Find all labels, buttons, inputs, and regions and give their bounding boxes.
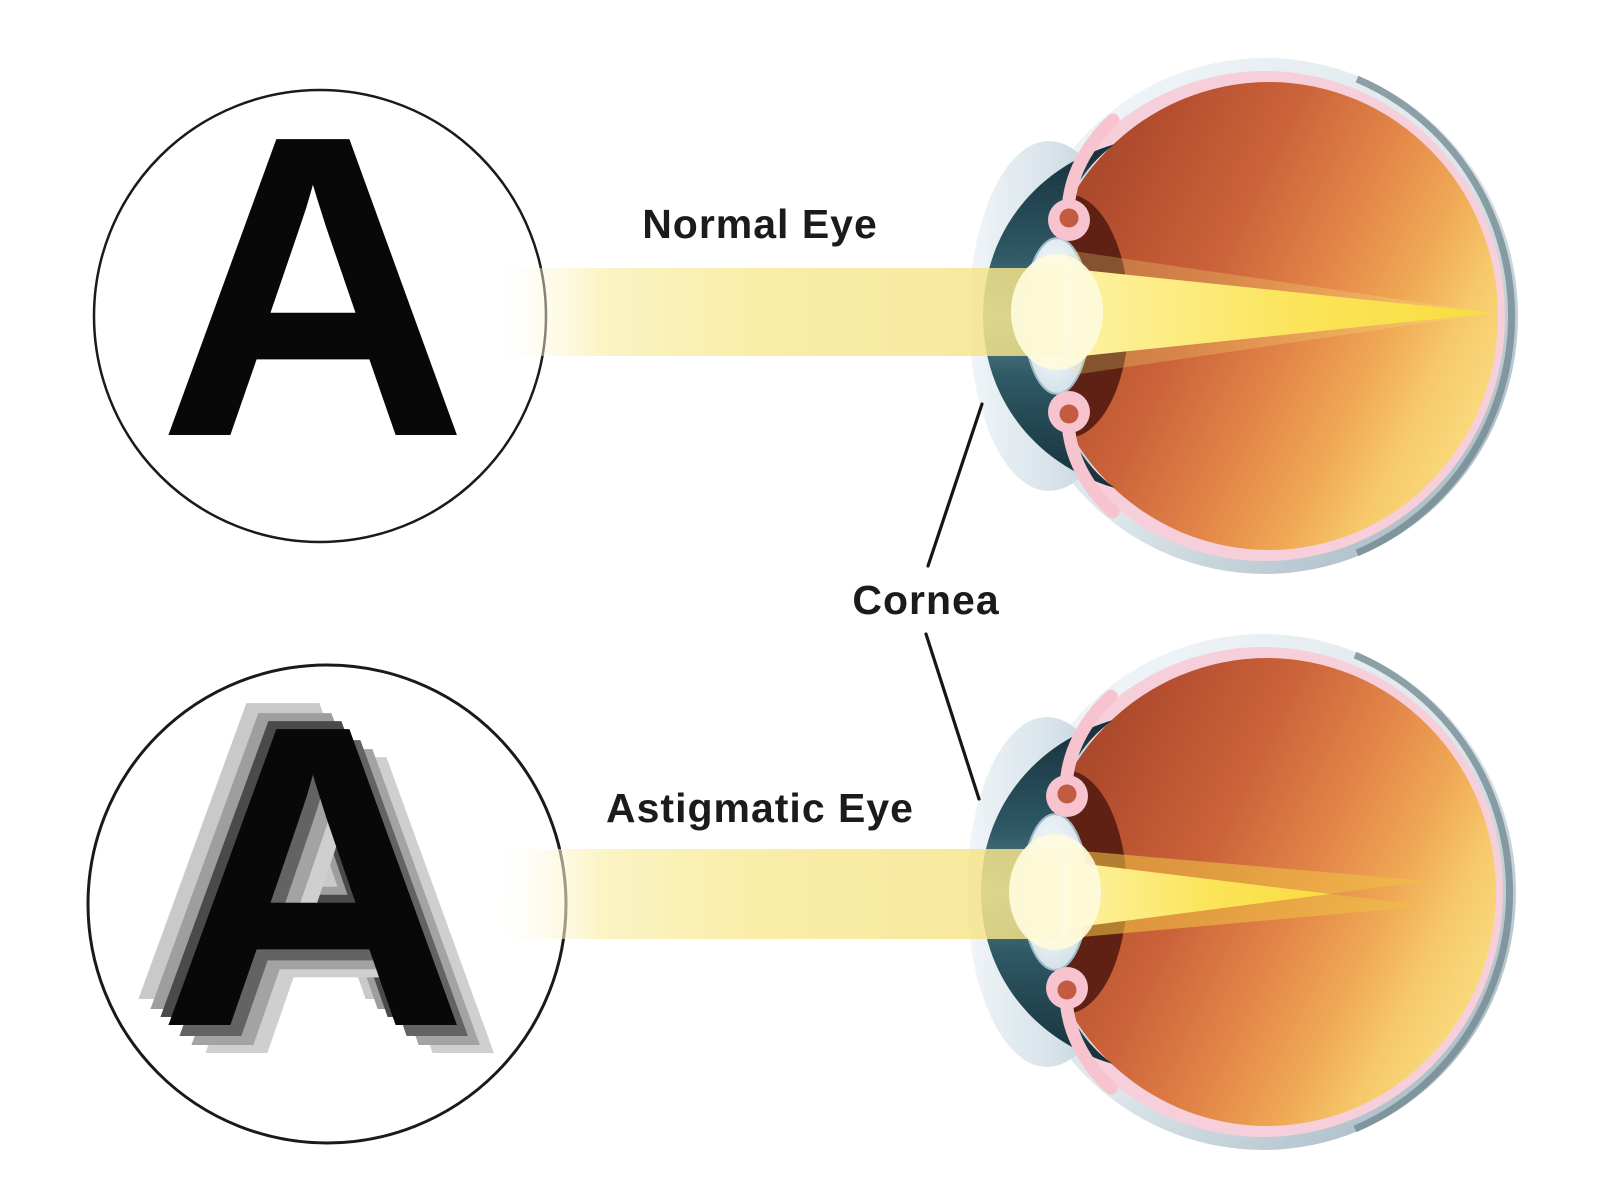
- blurred-letter-ghost: A: [128, 611, 439, 1091]
- lens-glow-astigmatic: [1009, 834, 1101, 950]
- lens-glow-normal: [1011, 254, 1103, 370]
- blurred-letter-ghost: A: [169, 648, 480, 1128]
- blurred-letter-ghost: A: [140, 621, 451, 1101]
- normal-beam-entry: [488, 268, 1066, 356]
- cornea-pointer-line-top: [926, 402, 984, 568]
- blurred-letter-ghost: A: [181, 657, 492, 1137]
- normal-beam-focused: [1073, 269, 1492, 357]
- astigmatic-beam-entry: [488, 849, 1062, 939]
- astigmatic-beam-core: [1070, 862, 1330, 928]
- blurred-letter-ghost: A: [195, 665, 506, 1145]
- light-beam-normal: [488, 251, 1492, 375]
- normal-eye-label: Normal Eye: [642, 201, 878, 247]
- blurred-letter-ghost: A: [150, 629, 461, 1109]
- astigmatic-eye-label: Astigmatic Eye: [606, 785, 914, 831]
- blurred-letter-group: A A A A A A A: [128, 611, 506, 1145]
- cornea-pointer-line-bottom: [924, 632, 981, 801]
- cornea-label: Cornea: [852, 577, 999, 623]
- blurred-letter: A: [158, 637, 469, 1117]
- light-beam-astigmatic: [488, 834, 1428, 950]
- sharp-letter: A: [158, 47, 469, 527]
